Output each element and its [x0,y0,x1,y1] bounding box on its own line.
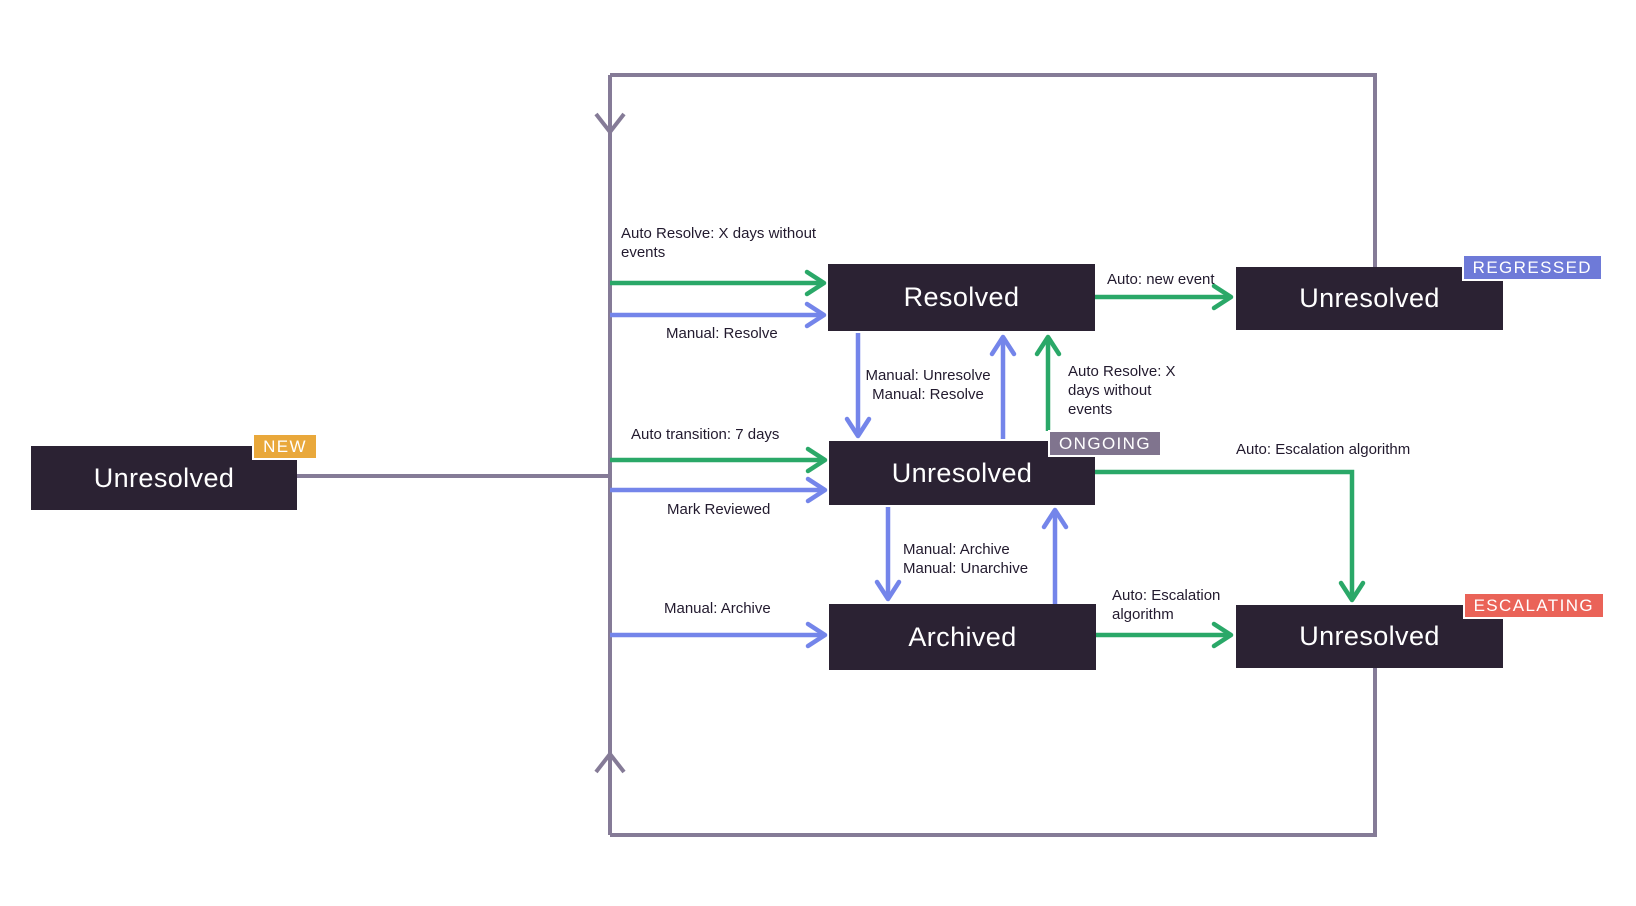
edge-label-manual-unarchive-pair: Manual: Unarchive [903,560,1029,577]
state-unresolved-ongoing: Unresolved ONGOING [829,430,1162,505]
edge-label-manual-unresolve-resolve: Manual: Unresolve Manual: Resolve [858,366,998,404]
arrow-auto-escalation-top [1095,469,1366,603]
edge-label-auto-new-event: Auto: new event [1107,271,1215,288]
status-badge-ongoing: ONGOING [1048,430,1162,457]
edge-label-auto-transition: Auto transition: 7 days [631,426,780,443]
state-resolved: Resolved [828,264,1095,331]
edge-label-manual-archive-unarchive: Manual: Archive Manual: Unarchive [903,540,1028,578]
status-badge-regressed: REGRESSED [1461,254,1603,281]
state-label: Resolved [903,282,1020,312]
loop-arrow-up [594,750,626,774]
edge-label-mark-reviewed: Mark Reviewed [667,501,771,518]
state-unresolved-regressed: Unresolved REGRESSED [1236,254,1603,330]
edge-label-auto-resolve-new: Auto Resolve: X days without events [621,225,817,261]
loop-arrow-down [594,112,626,136]
edge-label-manual-unresolve: Manual: Unresolve [865,367,991,384]
state-label: Unresolved [891,457,1033,488]
state-label: Archived [908,621,1017,652]
state-archived: Archived [829,604,1096,670]
edge-label-manual-resolve-new: Manual: Resolve [666,325,778,342]
auto-arrows [610,269,1366,649]
state-label: Unresolved [1299,283,1440,313]
edge-label-manual-archive-left: Manual: Archive [664,600,771,617]
loop-connector [297,73,1377,837]
edge-label-auto-escalation-bottom: Auto: Escalation algorithm [1112,587,1221,623]
edge-label-manual-archive-pair: Manual: Archive [903,541,1010,558]
status-badge-new: NEW [252,433,318,460]
state-label: Unresolved [93,462,235,493]
state-label: Unresolved [1299,621,1440,651]
edge-label-manual-resolve-pair: Manual: Resolve [872,386,984,403]
state-unresolved-escalating: Unresolved ESCALATING [1236,592,1605,668]
status-badge-escalating: ESCALATING [1462,592,1605,619]
state-unresolved-new: Unresolved NEW [31,433,318,510]
edge-label-auto-resolve-ongoing: Auto Resolve: X days without events [1068,363,1176,418]
edge-label-auto-escalation-top: Auto: Escalation algorithm [1236,441,1411,458]
